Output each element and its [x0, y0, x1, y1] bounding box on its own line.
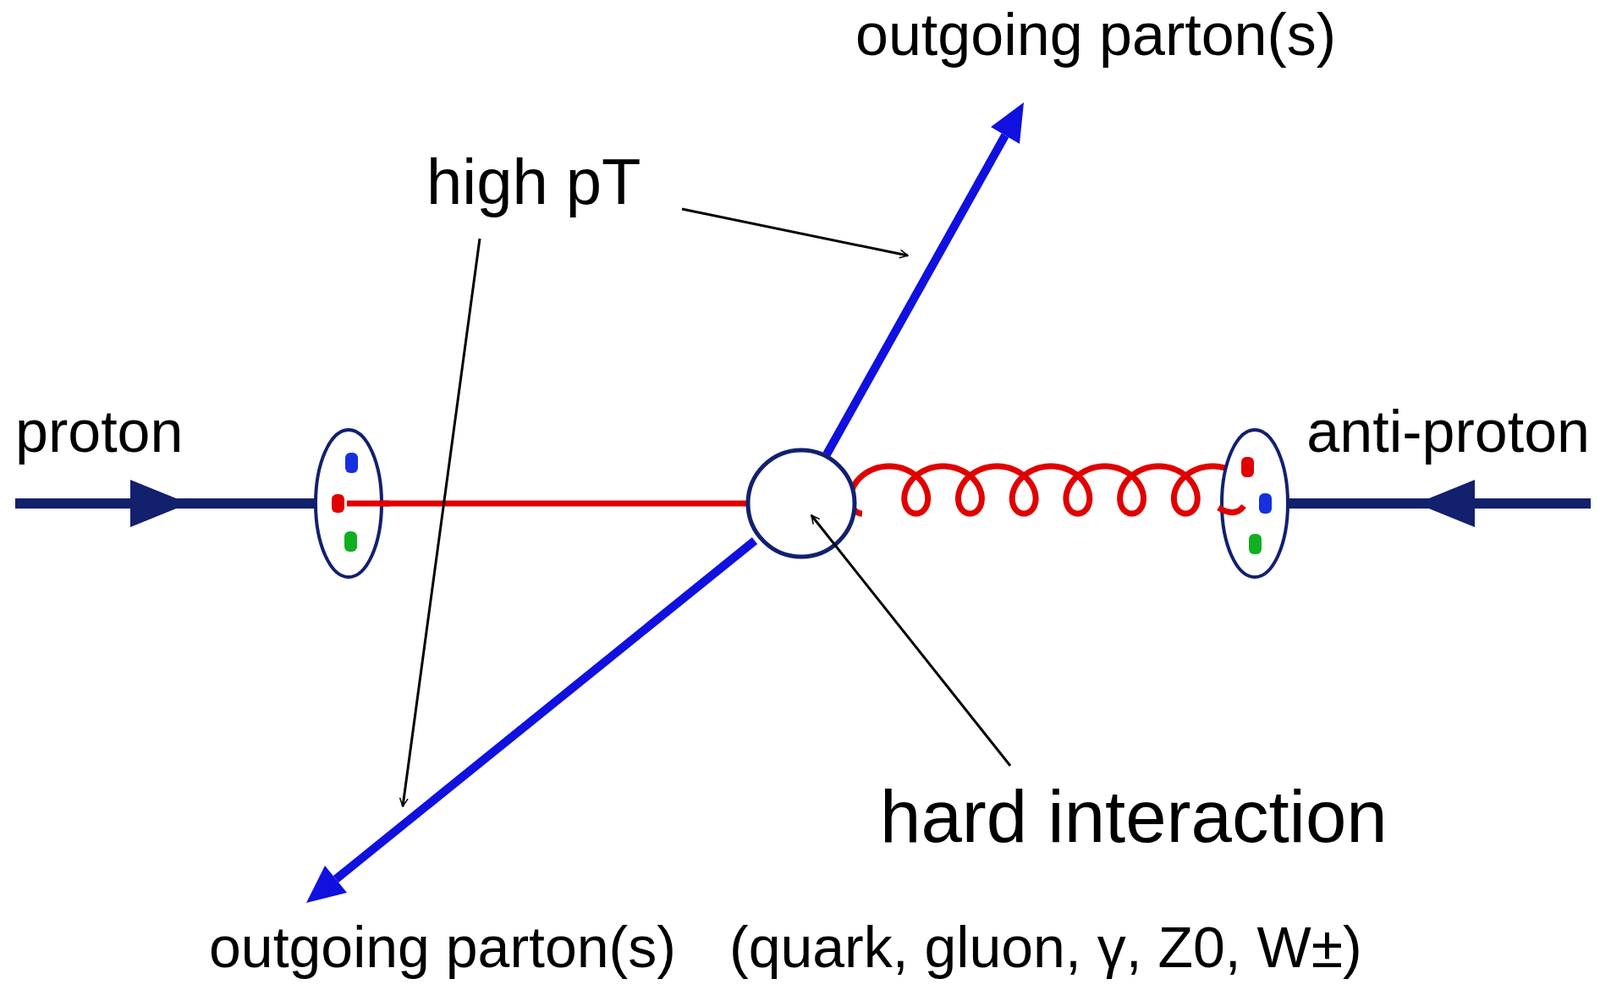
gluon-line — [1218, 505, 1244, 513]
arrowhead — [306, 865, 347, 903]
quark-dot — [1241, 456, 1254, 478]
interaction-label: hard interaction — [879, 779, 1388, 853]
leader-line — [402, 238, 480, 807]
parton-label: outgoing parton(s) — [208, 918, 677, 976]
beam-arrowhead — [130, 479, 189, 528]
parton-label: outgoing parton(s) — [855, 5, 1337, 65]
antiproton-ellipse — [1221, 429, 1288, 578]
quark-dot — [1259, 493, 1272, 514]
quark-dot — [331, 494, 345, 513]
quark-dot — [344, 531, 358, 552]
interaction-circle — [747, 450, 855, 557]
outgoing-parton-arrow — [826, 135, 1006, 455]
quark-line — [346, 500, 750, 507]
beam-label: anti-proton — [1306, 401, 1590, 462]
pt-label: high pT — [426, 149, 642, 215]
leader-line — [681, 208, 908, 256]
particle-list: (quark, gluon, γ, Z0, W±) — [729, 918, 1363, 976]
arrowhead — [990, 102, 1024, 144]
outgoing-parton-arrow — [335, 540, 755, 880]
quark-line — [346, 500, 390, 507]
quark-dot — [1248, 533, 1262, 555]
quark-dot — [345, 452, 358, 473]
beam-arrowhead — [1416, 479, 1475, 528]
gluon-line — [850, 466, 1252, 514]
leader-line — [811, 515, 1011, 766]
beam-label: proton — [15, 401, 183, 462]
